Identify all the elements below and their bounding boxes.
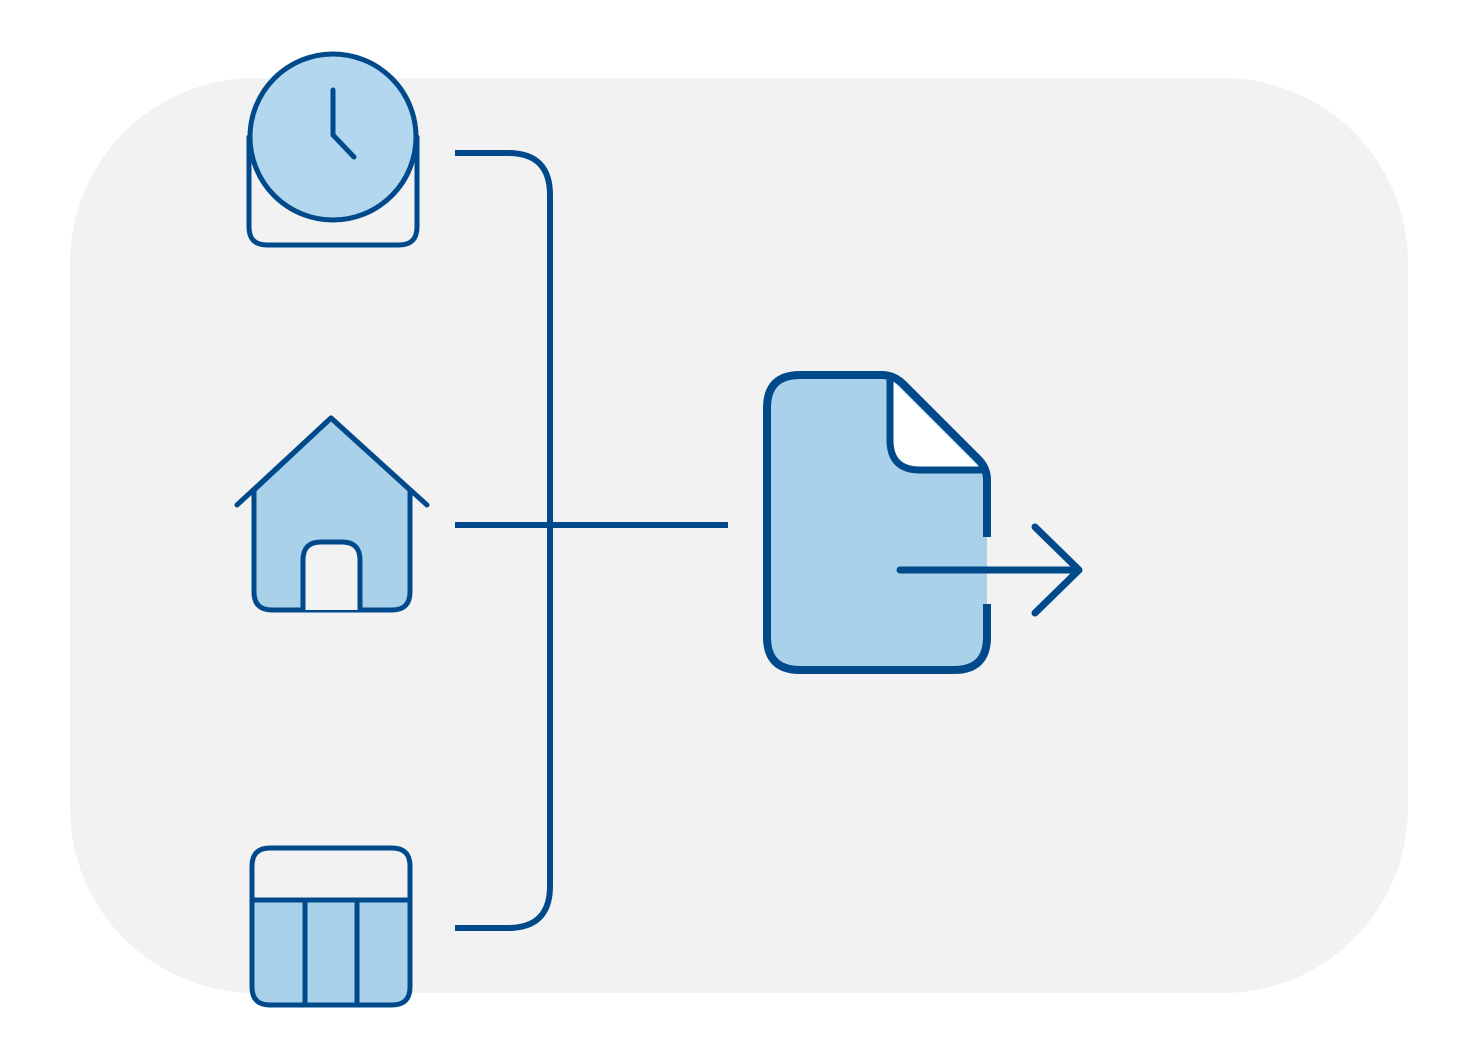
clock-icon [246,51,420,248]
table-icon [249,845,413,1008]
house-icon [234,415,430,613]
file-export-icon [763,371,1083,674]
background-panel [70,78,1408,993]
connector-lines [455,150,728,931]
